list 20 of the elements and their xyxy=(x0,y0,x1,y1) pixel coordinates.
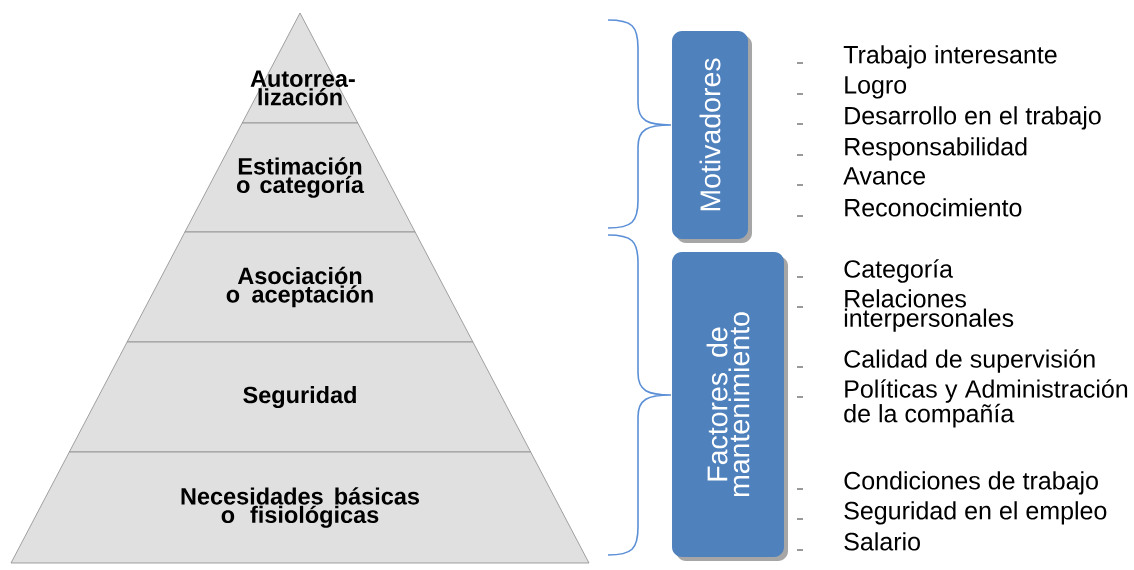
list-item: Políticas y Administración de la compañía xyxy=(844,379,1128,428)
list-item: Desarrollo en el trabajo xyxy=(845,106,1101,130)
pyramid-level: Autorrea-lización xyxy=(241,12,359,124)
pyramid-level: Seguridad xyxy=(68,341,532,453)
list-item: Relaciones interpersonales xyxy=(844,289,1014,332)
list-item: Responsabilidad xyxy=(845,137,1027,161)
list-item: Salario xyxy=(844,532,920,551)
list-item: Condiciones de trabajo xyxy=(844,471,1098,495)
category-box: Motivadores xyxy=(672,31,752,243)
list-item: Categoría xyxy=(844,259,953,283)
pyramid-level: Necesidades básicas o fisiológicas xyxy=(10,451,590,564)
list-item: Avance xyxy=(843,167,926,185)
category-box: Factores de mantenimiento xyxy=(672,252,788,561)
list-item: Trabajo interesante xyxy=(843,45,1057,69)
pyramid-level: Estimación o categoría xyxy=(184,122,416,233)
pyramid-level: Asociación o aceptación xyxy=(126,231,474,343)
list-item: Logro xyxy=(845,76,907,99)
list-item: Reconocimiento xyxy=(845,198,1022,217)
list-item: Seguridad en el empleo xyxy=(844,501,1107,525)
list-item: Calidad de supervisión xyxy=(844,349,1095,373)
